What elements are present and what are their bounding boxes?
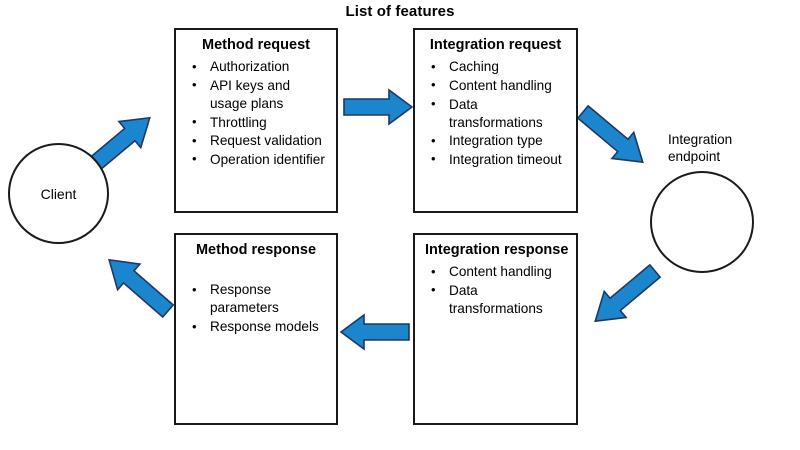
list-item: Content handling	[429, 263, 570, 281]
node-integration-endpoint-label-text: Integration endpoint	[668, 132, 733, 164]
list-item: Data transformations	[429, 95, 570, 132]
arrow-integration-request-to-endpoint	[576, 104, 644, 164]
node-client[interactable]: Client	[8, 143, 109, 244]
node-integration-request[interactable]: Integration request Caching Content hand…	[413, 28, 578, 213]
arrow-integration-response-to-method-response	[339, 313, 410, 351]
list-item: Request validation	[190, 132, 330, 150]
list-item: Throttling	[190, 113, 330, 132]
list-item: Data transformations	[429, 281, 570, 318]
list-item: Content handling	[429, 76, 570, 95]
node-client-label: Client	[40, 185, 77, 202]
list-item: Operation identifier	[190, 150, 330, 169]
node-integration-request-title: Integration request	[429, 37, 562, 53]
node-integration-response-title: Integration response	[425, 242, 569, 258]
node-integration-response[interactable]: Integration response Content handling Da…	[413, 233, 578, 425]
node-method-request[interactable]: Method request Authorization API keys an…	[174, 28, 338, 213]
node-integration-request-bullets: Caching Content handling Data transforma…	[415, 58, 576, 168]
arrow-method-response-to-client	[108, 258, 175, 319]
arrow-endpoint-to-integration-response	[594, 263, 662, 323]
list-item: Integration type	[429, 132, 570, 150]
node-integration-endpoint[interactable]	[650, 171, 754, 273]
list-item: Response parameters	[190, 281, 330, 317]
node-method-response-title: Method response	[195, 242, 317, 258]
list-item: Authorization	[190, 58, 330, 76]
node-method-response[interactable]: Method response Response parameters Resp…	[174, 233, 338, 425]
list-item: Response models	[190, 318, 330, 336]
node-method-request-bullets: Authorization API keys and usage plans T…	[176, 58, 336, 168]
list-item: API keys and usage plans	[190, 76, 330, 113]
arrow-method-request-to-integration-request	[343, 88, 414, 126]
list-item: Integration timeout	[429, 150, 570, 169]
page-title: List of features	[345, 3, 455, 20]
node-integration-response-bullets: Content handling Data transformations	[415, 263, 576, 318]
node-method-request-title: Method request	[202, 37, 310, 53]
node-integration-endpoint-label: Integration endpoint	[668, 132, 768, 166]
list-item: Caching	[429, 58, 570, 76]
node-method-response-bullets: Response parameters Response models	[176, 281, 336, 336]
